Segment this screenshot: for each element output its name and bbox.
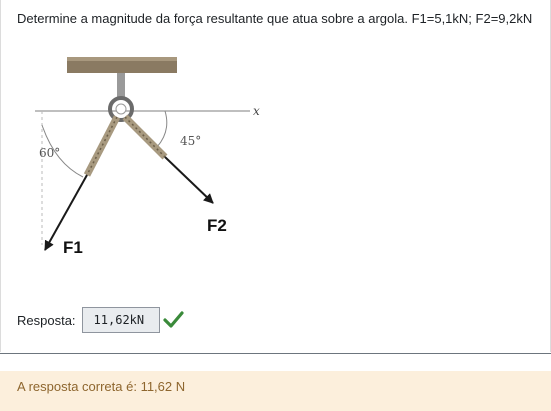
force1-label: F1 [63,238,83,257]
answer-input[interactable]: 11,62kN [81,307,160,333]
force2-label: F2 [207,216,227,235]
angle-label-45: 45° [180,134,201,148]
angle-arc-60 [41,124,84,178]
angle-arc-45 [156,110,168,148]
angle-label-60: 60° [39,146,60,160]
force1-arrow [44,174,88,251]
feedback-panel: A resposta correta é: 11,62 N [0,371,551,411]
support-rod [117,73,125,97]
check-icon [162,311,184,328]
divider [0,353,551,354]
rope-right [122,114,168,160]
force-diagram: x 60° 45° F1 F2 [35,57,260,257]
question-text: Determine a magnitude da força resultant… [17,11,533,26]
correct-answer-text: A resposta correta é: 11,62 N [17,379,186,394]
answer-value: 11,62kN [93,313,145,327]
x-axis-label: x [253,104,260,118]
answer-label: Resposta: [17,312,76,328]
answer-row: Resposta: 11,62kN [17,304,184,336]
ring [108,96,134,122]
force2-arrow [164,156,214,204]
